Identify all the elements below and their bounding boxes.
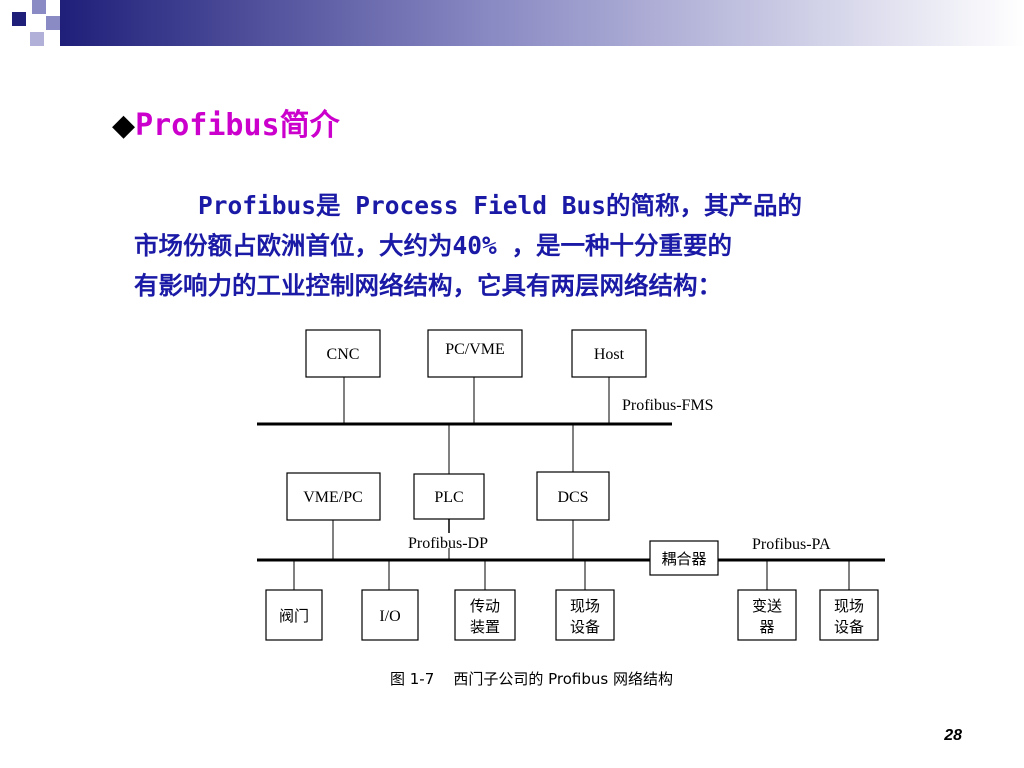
banner-square (30, 32, 44, 46)
pa-bus-label: Profibus-PA (752, 536, 831, 553)
device-cnc: CNC (305, 329, 381, 378)
paragraph-line: 市场份额占欧洲首位，大约为40% ，是一种十分重要的 (134, 231, 732, 260)
figure-caption: 图 1-7 西门子公司的 Profibus 网络结构 (390, 670, 673, 688)
field-device-valve: 阀门 (265, 589, 323, 641)
dp-bus-label: Profibus-DP (408, 535, 488, 552)
svg-text:现场: 现场 (834, 597, 864, 615)
device-host: Host (571, 329, 647, 378)
field-device-io: I/O (361, 589, 419, 641)
banner-square (12, 12, 26, 26)
svg-text:变送: 变送 (752, 597, 782, 615)
svg-text:装置: 装置 (470, 618, 500, 636)
svg-text:阀门: 阀门 (279, 607, 309, 625)
svg-text:VME/PC: VME/PC (303, 489, 363, 506)
paragraph-line: Profibus是 Process Field Bus的简称，其产品的 (198, 191, 803, 220)
field-device-field-equipment: 现场 设备 (555, 589, 615, 641)
slide-title: ◆Profibus简介 (112, 100, 340, 144)
svg-text:Host: Host (594, 346, 625, 363)
svg-text:耦合器: 耦合器 (661, 550, 706, 568)
field-device-transmitter: 变送 器 (737, 589, 797, 641)
svg-text:器: 器 (759, 618, 774, 636)
device-dcs: DCS (536, 471, 610, 521)
svg-text:设备: 设备 (834, 618, 864, 636)
svg-text:PLC: PLC (434, 489, 463, 506)
svg-text:I/O: I/O (379, 608, 400, 625)
device-pc-vme: PC/VME (427, 329, 523, 378)
banner-square (46, 16, 60, 30)
diamond-bullet-icon: ◆ (112, 108, 136, 143)
banner-square (32, 0, 46, 14)
intro-paragraph: Profibus是 Process Field Bus的简称，其产品的 市场份额… (134, 186, 964, 306)
device-vme-pc: VME/PC (286, 472, 381, 521)
paragraph-line: 有影响力的工业控制网络结构，它具有两层网络结构： (134, 271, 722, 300)
fms-bus-label: Profibus-FMS (622, 397, 714, 414)
page-number: 28 (944, 727, 962, 744)
slide-title-text: Profibus简介 (135, 108, 340, 143)
coupler: 耦合器 (649, 540, 719, 576)
svg-text:传动: 传动 (470, 597, 500, 615)
title-banner (0, 0, 1024, 46)
svg-text:PC/VME: PC/VME (445, 341, 505, 358)
svg-text:CNC: CNC (327, 346, 360, 363)
svg-text:设备: 设备 (570, 618, 600, 636)
svg-text:DCS: DCS (557, 489, 588, 506)
field-device-drive: 传动 装置 (454, 589, 516, 641)
field-device-field-equipment-pa: 现场 设备 (819, 589, 879, 641)
svg-text:现场: 现场 (570, 597, 600, 615)
device-plc: PLC (413, 473, 485, 520)
